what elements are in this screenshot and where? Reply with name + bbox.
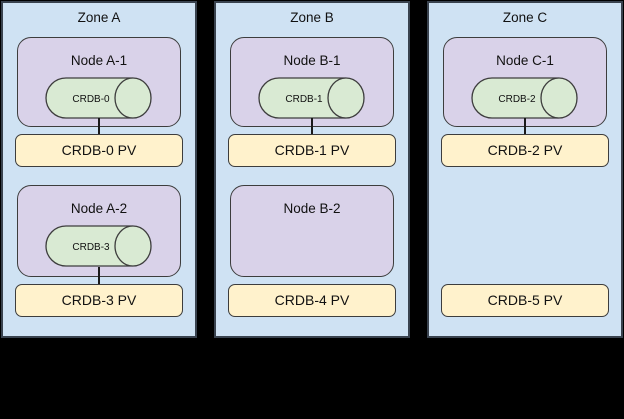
cylinder-cap: [327, 77, 365, 119]
pod-label: CRDB-0: [72, 94, 110, 105]
pv-box: CRDB-4 PV: [228, 284, 396, 317]
connector-line: [98, 267, 100, 285]
cylinder-icon: CRDB-2: [471, 77, 578, 119]
cylinder-icon: CRDB-1: [258, 77, 365, 119]
cylinder-cap: [114, 225, 152, 267]
pv-box: CRDB-2 PV: [441, 134, 609, 167]
cylinder-body: [471, 77, 559, 119]
pod-label: CRDB-3: [72, 242, 110, 253]
pod-label: CRDB-1: [285, 94, 323, 105]
zone-title: Zone B: [290, 10, 334, 25]
cylinder-body: [45, 225, 133, 267]
zone-panel-c: Zone C Node C-1 CRDB-2 CRDB-2 PV CRDB-5 …: [427, 1, 623, 338]
pod-label: CRDB-2: [498, 94, 536, 105]
zone-title: Zone A: [77, 10, 121, 25]
zone-panel-b: Zone B Node B-1 CRDB-1 CRDB-1 PV Node B-…: [214, 1, 410, 338]
cylinder-icon: CRDB-0: [45, 77, 152, 119]
crdb-pod-cylinder: CRDB-3: [44, 225, 154, 267]
node-title: Node A-2: [70, 201, 128, 216]
connector-line: [524, 118, 526, 135]
node-box-b2: Node B-2: [230, 185, 394, 277]
pv-box: CRDB-0 PV: [15, 134, 183, 167]
cylinder-cap: [114, 77, 152, 119]
node-title: Node A-1: [70, 53, 128, 68]
cylinder-body: [45, 77, 133, 119]
pv-box: CRDB-5 PV: [441, 284, 609, 317]
zone-title: Zone C: [502, 10, 548, 25]
crdb-pod-cylinder: CRDB-0: [44, 77, 154, 119]
node-title: Node B-2: [283, 201, 341, 216]
zone-panel-a: Zone A Node A-1 CRDB-0 CRDB-0 PV Node A-…: [1, 1, 197, 338]
cylinder-body: [258, 77, 346, 119]
pv-box: CRDB-3 PV: [15, 284, 183, 317]
pv-box: CRDB-1 PV: [228, 134, 396, 167]
crdb-pod-cylinder: CRDB-1: [257, 77, 367, 119]
crdb-pod-cylinder: CRDB-2: [470, 77, 580, 119]
connector-line: [311, 118, 313, 135]
node-title: Node B-1: [283, 53, 341, 68]
node-title: Node C-1: [496, 53, 554, 68]
connector-line: [98, 118, 100, 135]
cylinder-cap: [540, 77, 578, 119]
cylinder-icon: CRDB-3: [45, 225, 152, 267]
